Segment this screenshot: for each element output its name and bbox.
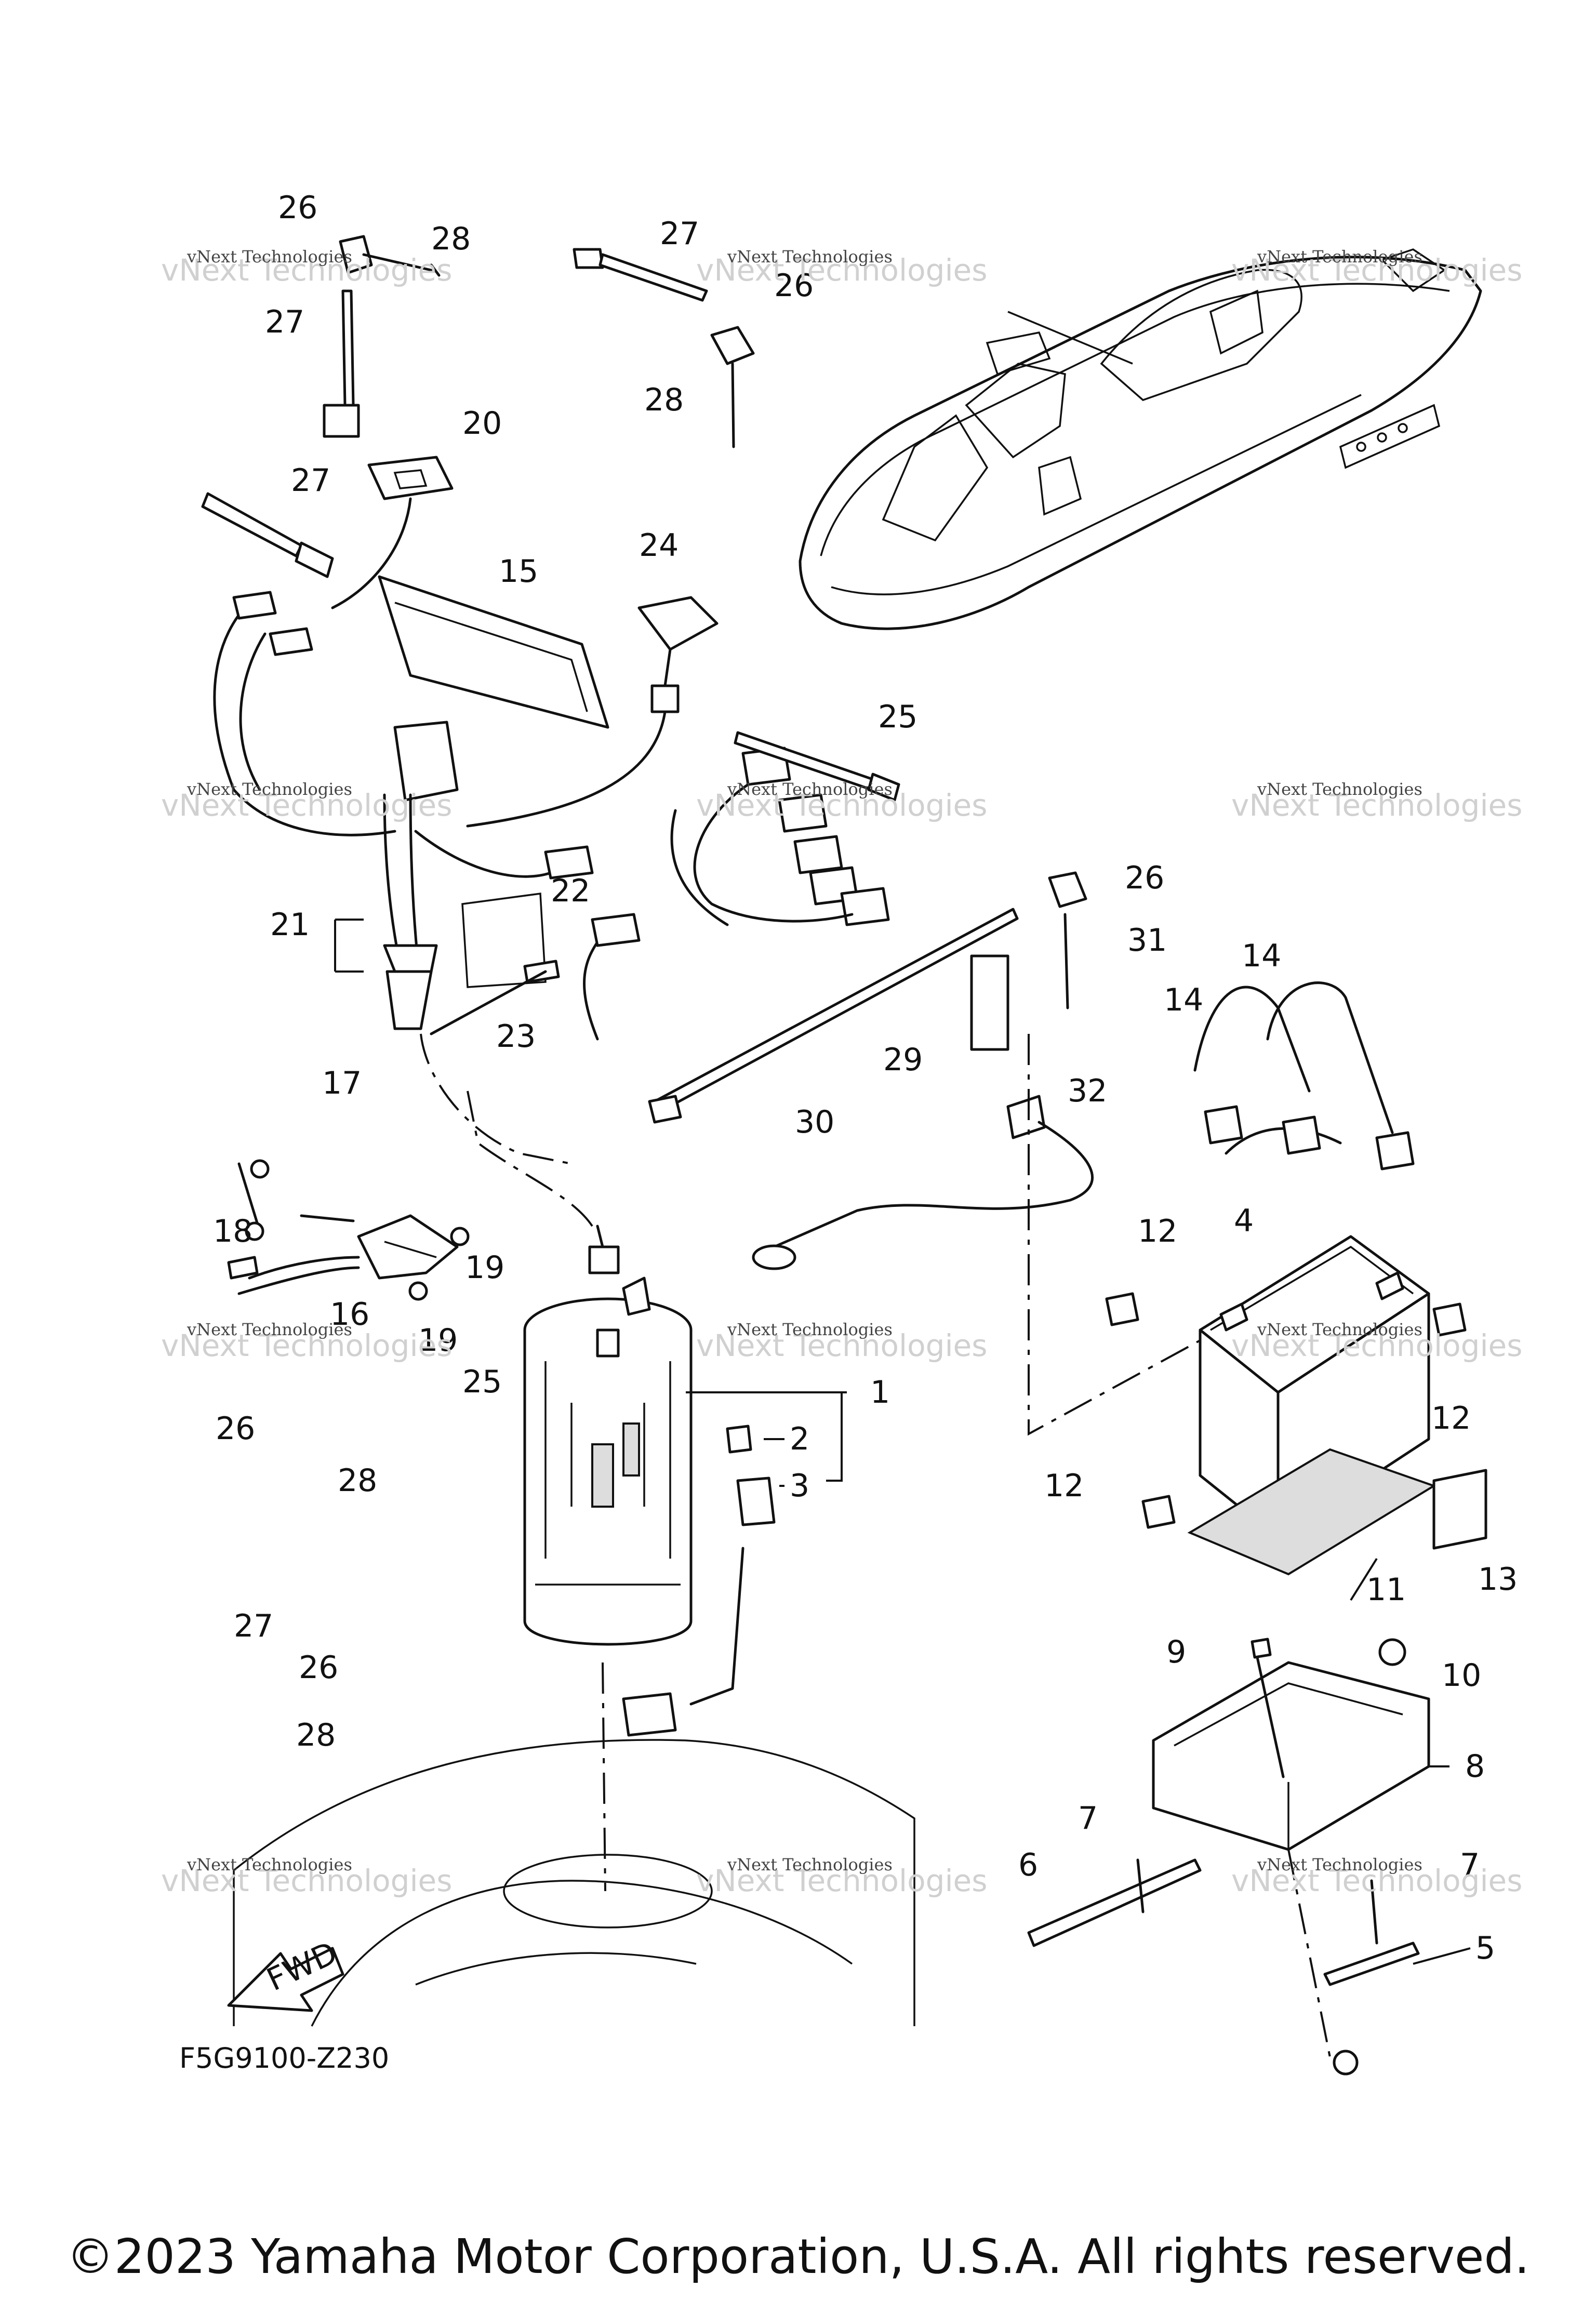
callout-7a: 7	[1078, 1800, 1098, 1837]
callout-28b: 28	[644, 382, 684, 418]
callout-labels: 1 2 3 4 5 6 7 7 8 9 10 11 12 12 12 12 13…	[213, 190, 1518, 1966]
callout-26d: 26	[216, 1411, 255, 1447]
callout-12a: 12	[1138, 1213, 1177, 1249]
wire-harness	[213, 591, 641, 1274]
callout-25b: 25	[462, 1364, 502, 1400]
callout-26c: 26	[1125, 860, 1164, 896]
watermark-small: vNext Technologies	[1257, 1320, 1422, 1339]
callout-12b: 12	[1431, 1400, 1471, 1437]
callout-28c: 28	[338, 1462, 377, 1499]
watermark-big: vNext Technologies	[696, 1328, 987, 1363]
watermark-big: vNext Technologies	[161, 252, 452, 288]
watermark-big: vNext Technologies	[161, 1328, 452, 1363]
callout-27d: 27	[234, 1608, 273, 1644]
callout-29: 29	[883, 1042, 923, 1078]
hull-outline	[233, 1739, 915, 2027]
callout-12c: 12	[1044, 1468, 1084, 1504]
watermark-small: vNext Technologies	[1257, 247, 1422, 267]
watermark-small: vNext Technologies	[1257, 779, 1422, 799]
long-tie-group	[648, 871, 1087, 1124]
watermark-small: vNext Technologies	[727, 1855, 893, 1874]
watermark-big: vNext Technologies	[696, 1863, 987, 1898]
watermark-small: vNext Technologies	[187, 779, 352, 799]
callout-7b: 7	[1460, 1847, 1480, 1883]
callout-14a: 14	[1164, 982, 1203, 1018]
callout-13: 13	[1478, 1561, 1518, 1598]
watermark-big: vNext Technologies	[1231, 788, 1522, 823]
watermark-big: vNext Technologies	[161, 788, 452, 823]
callout-32: 32	[1068, 1073, 1107, 1109]
callout-14b: 14	[1242, 938, 1281, 974]
battery-assembly	[1105, 981, 1487, 1576]
callout-26e: 26	[299, 1650, 338, 1686]
battery-box	[1027, 1638, 1430, 2076]
watermark-small: vNext Technologies	[727, 247, 893, 267]
drawing-code: F5G9100-Z230	[179, 2042, 389, 2074]
clip-group-top-left	[201, 235, 755, 578]
callout-22: 22	[551, 873, 590, 909]
watermark-small: vNext Technologies	[187, 247, 352, 267]
callout-1: 1	[870, 1374, 890, 1411]
callout-2: 2	[790, 1421, 809, 1457]
callout-5: 5	[1475, 1930, 1495, 1966]
callout-15: 15	[499, 553, 538, 590]
callout-27c: 27	[291, 462, 330, 499]
watermark-small: vNext Technologies	[187, 1855, 352, 1874]
callout-19b: 19	[418, 1322, 458, 1359]
fwd-arrow-icon: FWD	[227, 1935, 344, 2012]
callout-18: 18	[213, 1213, 252, 1249]
watermark-big: vNext Technologies	[1231, 1863, 1522, 1898]
callout-25a: 25	[878, 699, 917, 735]
leader-lines	[334, 919, 1471, 1965]
callout-24: 24	[639, 527, 679, 564]
watercraft-illustration	[799, 248, 1482, 630]
callout-20: 20	[462, 405, 502, 442]
callout-28a: 28	[431, 221, 471, 257]
watermark-big: vNext Technologies	[161, 1863, 452, 1898]
callout-21: 21	[270, 907, 310, 943]
callout-9: 9	[1166, 1634, 1186, 1670]
watermark-small: vNext Technologies	[1257, 1855, 1422, 1874]
callout-10: 10	[1442, 1657, 1481, 1694]
callout-30: 30	[795, 1104, 834, 1140]
callout-27a: 27	[265, 304, 304, 340]
callout-31: 31	[1127, 922, 1167, 959]
watermark-small: vNext Technologies	[727, 779, 893, 799]
watermark-big: vNext Technologies	[696, 788, 987, 823]
rectifier-regulator	[227, 1159, 470, 1301]
watermarks: vNext Technologies vNext Technologies vN…	[161, 247, 1522, 1898]
callout-28d: 28	[296, 1717, 336, 1753]
callout-27b: 27	[660, 216, 699, 252]
callout-6: 6	[1018, 1847, 1038, 1883]
callout-23: 23	[496, 1018, 536, 1055]
callout-26a: 26	[278, 190, 317, 226]
callout-11: 11	[1366, 1572, 1406, 1608]
watermark-big: vNext Technologies	[696, 252, 987, 288]
callout-16: 16	[330, 1296, 369, 1333]
watermark-small: vNext Technologies	[187, 1320, 352, 1339]
callout-3: 3	[790, 1468, 809, 1504]
watermark-big: vNext Technologies	[1231, 252, 1522, 288]
callout-19a: 19	[465, 1249, 504, 1286]
sub-harness	[670, 731, 900, 926]
battery-cable	[752, 1034, 1201, 1436]
callout-8: 8	[1465, 1748, 1485, 1785]
callout-26b: 26	[774, 268, 814, 304]
fuel-pump-assembly	[523, 1276, 776, 1892]
meter-assembly	[331, 456, 719, 828]
callout-17: 17	[322, 1065, 362, 1101]
copyright-notice: ©2023 Yamaha Motor Corporation, U.S.A. A…	[66, 2229, 1530, 2284]
watermark-small: vNext Technologies	[727, 1320, 893, 1339]
watermark-big: vNext Technologies	[1231, 1328, 1522, 1363]
callout-4: 4	[1234, 1203, 1254, 1239]
